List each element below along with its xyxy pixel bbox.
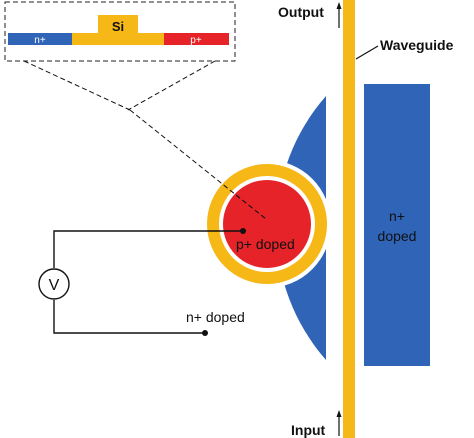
inset-box — [4, 1, 236, 62]
n-doped-bar-label-1: n+ — [389, 208, 405, 224]
inset-si-slab — [72, 33, 164, 45]
output-label: Output — [278, 4, 324, 20]
output-arrow-head — [336, 2, 342, 9]
waveguide-label: Waveguide — [380, 37, 454, 53]
voltmeter-label: V — [49, 277, 60, 294]
p-doped-label: p+ doped — [236, 236, 295, 252]
wire-top — [53, 230, 243, 268]
inset-n-label: n+ — [34, 35, 46, 46]
contact-dot-p — [240, 228, 246, 234]
zoom-line-diagonal — [129, 109, 267, 220]
input-label: Input — [291, 422, 326, 438]
input-arrow-head — [336, 410, 342, 417]
inset-si-label: Si — [112, 19, 124, 34]
n-doped-bar — [364, 84, 430, 366]
n-doped-disk-label: n+ doped — [186, 309, 245, 325]
inset-p-label: p+ — [190, 35, 202, 46]
p-doped-core — [223, 180, 311, 268]
voltmeter — [38, 268, 70, 300]
inset-p-region — [164, 33, 229, 45]
contact-dot-n — [202, 330, 208, 336]
zoom-line-right — [127, 60, 216, 111]
n-doped-bar-label-2: doped — [378, 228, 417, 244]
waveguide-pointer — [355, 45, 379, 60]
waveguide — [343, 0, 355, 438]
zoom-line-left — [23, 60, 131, 111]
wire-bottom — [53, 300, 205, 334]
inset-si-rib — [98, 15, 138, 33]
inset-n-region — [8, 33, 72, 45]
